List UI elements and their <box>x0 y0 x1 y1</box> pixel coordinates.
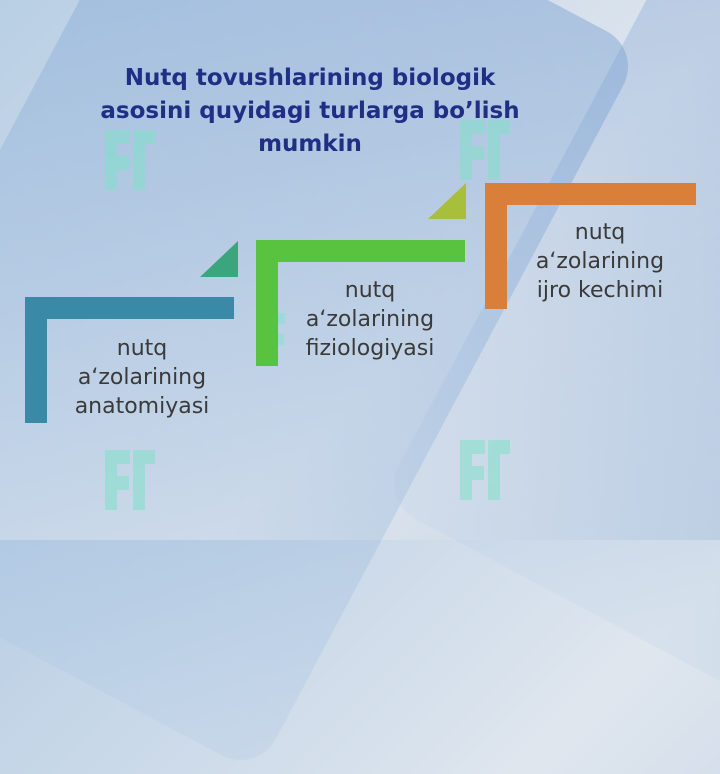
connector-triangle <box>200 241 238 277</box>
watermark-logo-icon <box>460 440 510 500</box>
step-bar-horizontal <box>485 183 696 205</box>
step-bar-horizontal <box>25 297 234 319</box>
step-bar-horizontal <box>256 240 465 262</box>
slide-title: Nutq tovushlarining biologik asosini quy… <box>30 62 590 161</box>
title-line: mumkin <box>258 131 362 157</box>
step-bar-vertical <box>256 240 278 366</box>
step-label: nutq a‘zolarining fiziologiyasi <box>305 278 435 361</box>
step-label: nutq a‘zolarining anatomiyasi <box>74 336 210 419</box>
watermark-logo-icon <box>460 120 510 180</box>
step-label: nutq a‘zolarining ijro kechimi <box>535 220 665 303</box>
watermark-logo-icon <box>105 130 155 190</box>
watermark-logo-icon <box>105 450 155 510</box>
step-bar-vertical <box>485 183 507 309</box>
title-line: Nutq tovushlarining biologik <box>124 65 496 91</box>
step-bar-vertical <box>25 297 47 423</box>
title-line: asosini quyidagi turlarga bo’lish <box>100 98 520 124</box>
connector-triangle <box>428 183 466 219</box>
